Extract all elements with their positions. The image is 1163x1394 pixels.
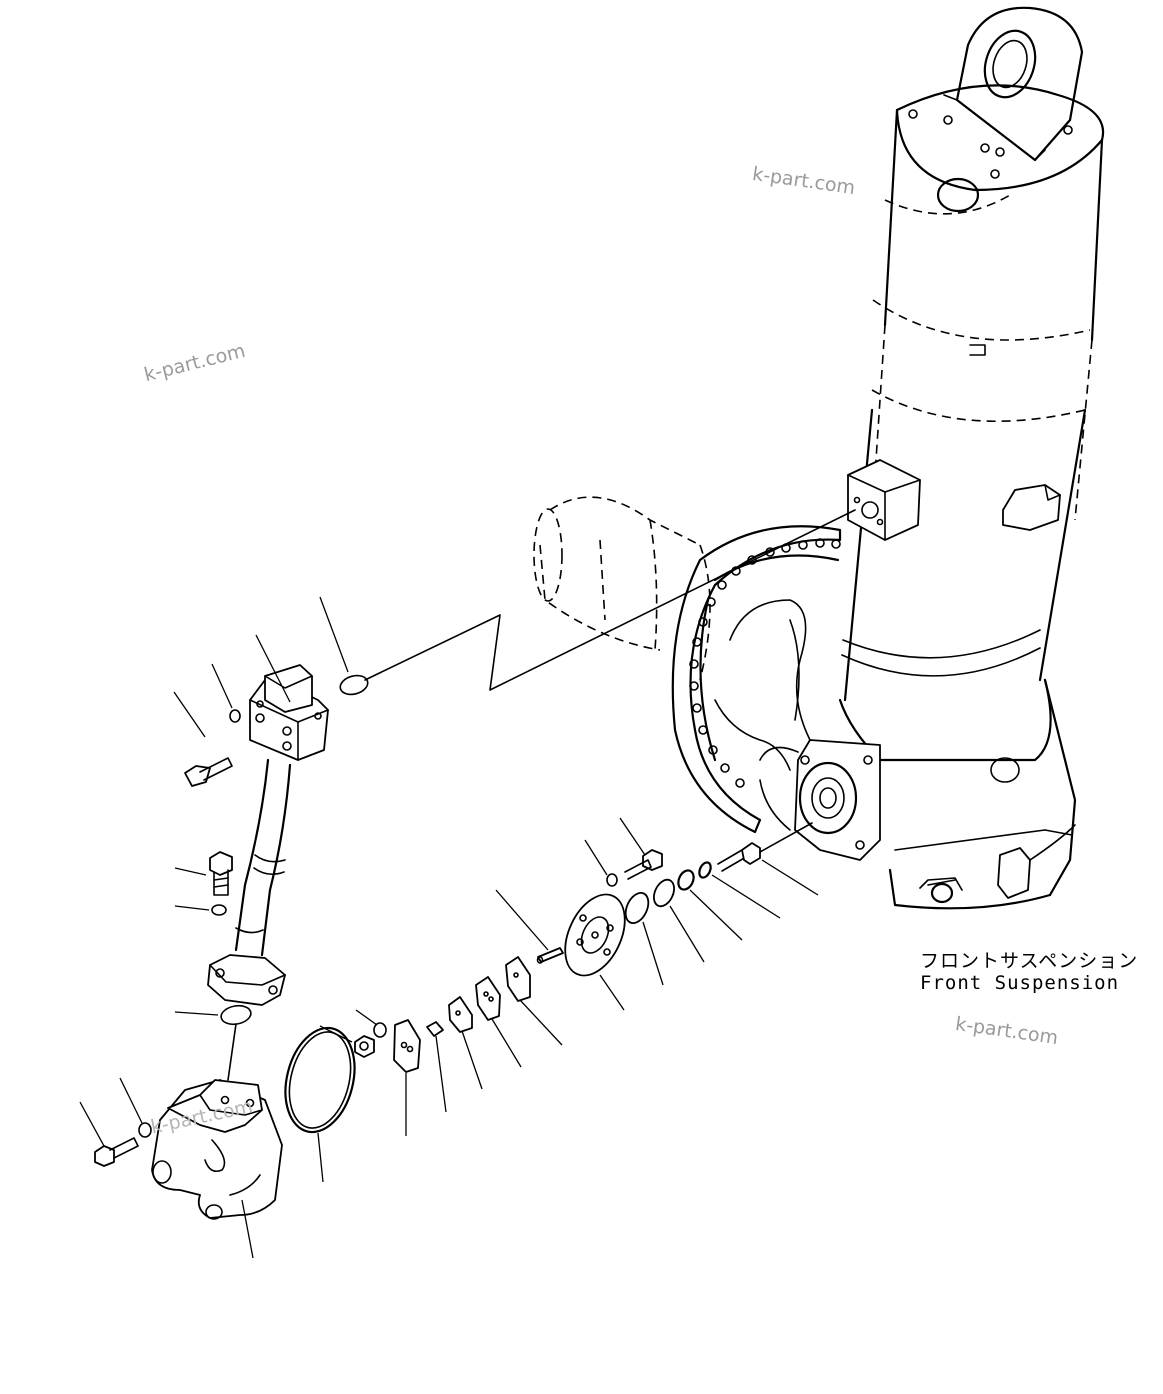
- callout-bolt-lower: [79, 1101, 105, 1147]
- callout-bolt-upper: [173, 691, 206, 738]
- callout-seal-ring: [317, 1132, 324, 1183]
- callout-o-ring-lower: [174, 1011, 219, 1016]
- axle-housing: [533, 496, 1077, 910]
- elbow-body: [94, 1079, 283, 1220]
- callout-washer-flange: [584, 839, 608, 876]
- callout-bolt-right-2: [761, 859, 819, 896]
- callout-pin: [495, 889, 549, 951]
- callout-shim-2: [491, 1018, 522, 1068]
- callout-small-plate: [435, 1035, 447, 1113]
- pipe-assembly: [184, 664, 369, 1081]
- callout-disc: [642, 921, 664, 986]
- callout-bolt-middle: [174, 867, 207, 876]
- callout-leaders: [79, 596, 819, 1259]
- small-parts: [284, 822, 813, 1134]
- callout-bolt-flange: [619, 817, 646, 856]
- callout-flange: [599, 974, 625, 1011]
- connection-line: [364, 509, 856, 691]
- callout-washer-lower: [119, 1077, 143, 1124]
- callout-shim-1: [461, 1030, 483, 1090]
- caption-english: Front Suspension: [920, 972, 1120, 994]
- callout-shim-3: [519, 999, 563, 1046]
- suspension-cylinder: [841, 6, 1105, 702]
- callout-bolt-right: [711, 874, 781, 919]
- callout-washer-middle: [174, 905, 210, 911]
- callout-washer-upper: [211, 663, 233, 709]
- callout-nut: [319, 1025, 353, 1043]
- callout-o-ring-upper: [319, 596, 349, 673]
- callout-lock-washer: [355, 1009, 378, 1026]
- callout-washer-right: [689, 889, 743, 941]
- callout-pipe-bracket: [255, 634, 291, 703]
- callout-spacer: [669, 905, 705, 963]
- caption-japanese: フロントサスペンション: [920, 950, 1139, 972]
- callout-elbow-body: [241, 1199, 254, 1259]
